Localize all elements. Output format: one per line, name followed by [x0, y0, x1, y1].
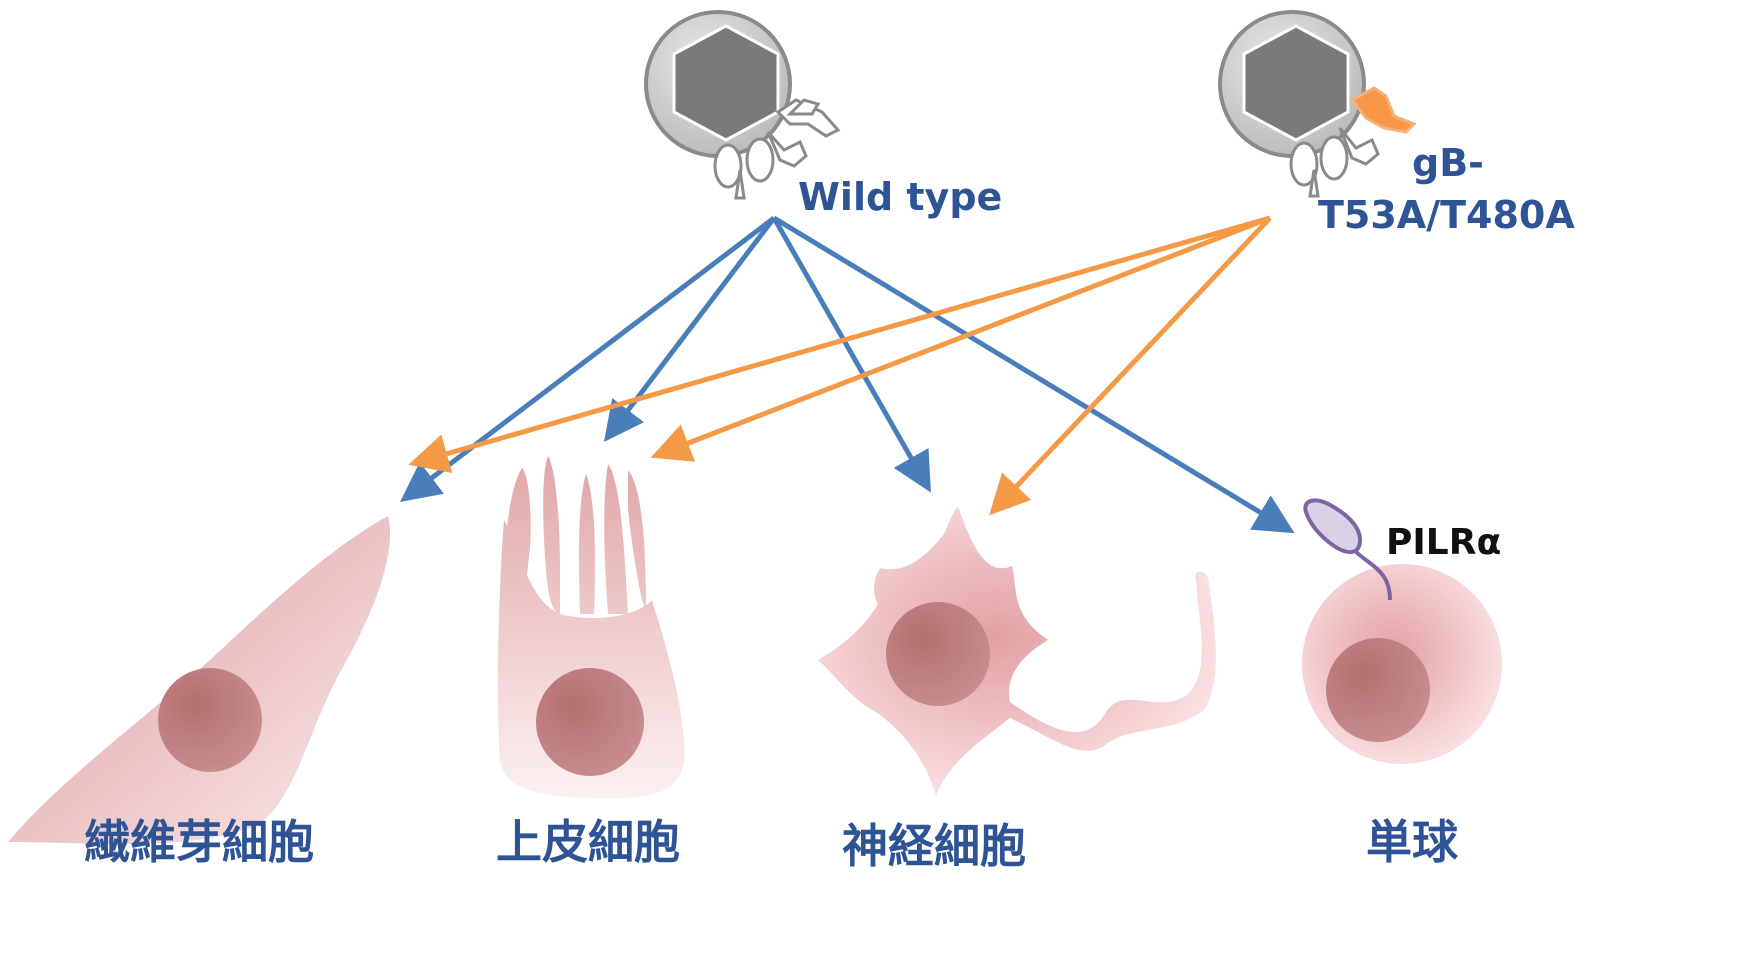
arrow-wt-fibroblast — [408, 218, 774, 496]
arrow-mutant-neuron — [996, 218, 1270, 508]
epithelial-cell — [498, 456, 685, 798]
mutant-glycoprotein-icon — [1352, 88, 1414, 132]
neuron-label: 神経細胞 — [842, 819, 1026, 873]
monocyte-label: 単球 — [1366, 815, 1459, 869]
mutant-label-line2: T53A/T480A — [1318, 193, 1575, 237]
neuron-cell — [818, 506, 1216, 796]
pilra-label: PILRα — [1386, 522, 1501, 563]
arrow-mutant-epithelial — [660, 218, 1270, 454]
epithelial-label: 上皮細胞 — [496, 815, 680, 869]
arrow-wt-monocyte — [774, 218, 1286, 528]
mutant-label-line1: gB- — [1412, 141, 1484, 185]
nucleus — [886, 602, 990, 706]
mutant-virus: gB- T53A/T480A — [1220, 12, 1575, 237]
nucleus — [1326, 638, 1430, 742]
wild-type-virus: Wild type — [646, 12, 1002, 219]
fibroblast-label: 繊維芽細胞 — [84, 815, 314, 869]
arrow-mutant-fibroblast — [418, 218, 1270, 462]
nucleus — [158, 668, 262, 772]
wild-type-label: Wild type — [798, 175, 1002, 219]
nucleus — [536, 668, 644, 776]
fibroblast-cell — [8, 516, 390, 844]
monocyte-cell — [1302, 564, 1502, 764]
